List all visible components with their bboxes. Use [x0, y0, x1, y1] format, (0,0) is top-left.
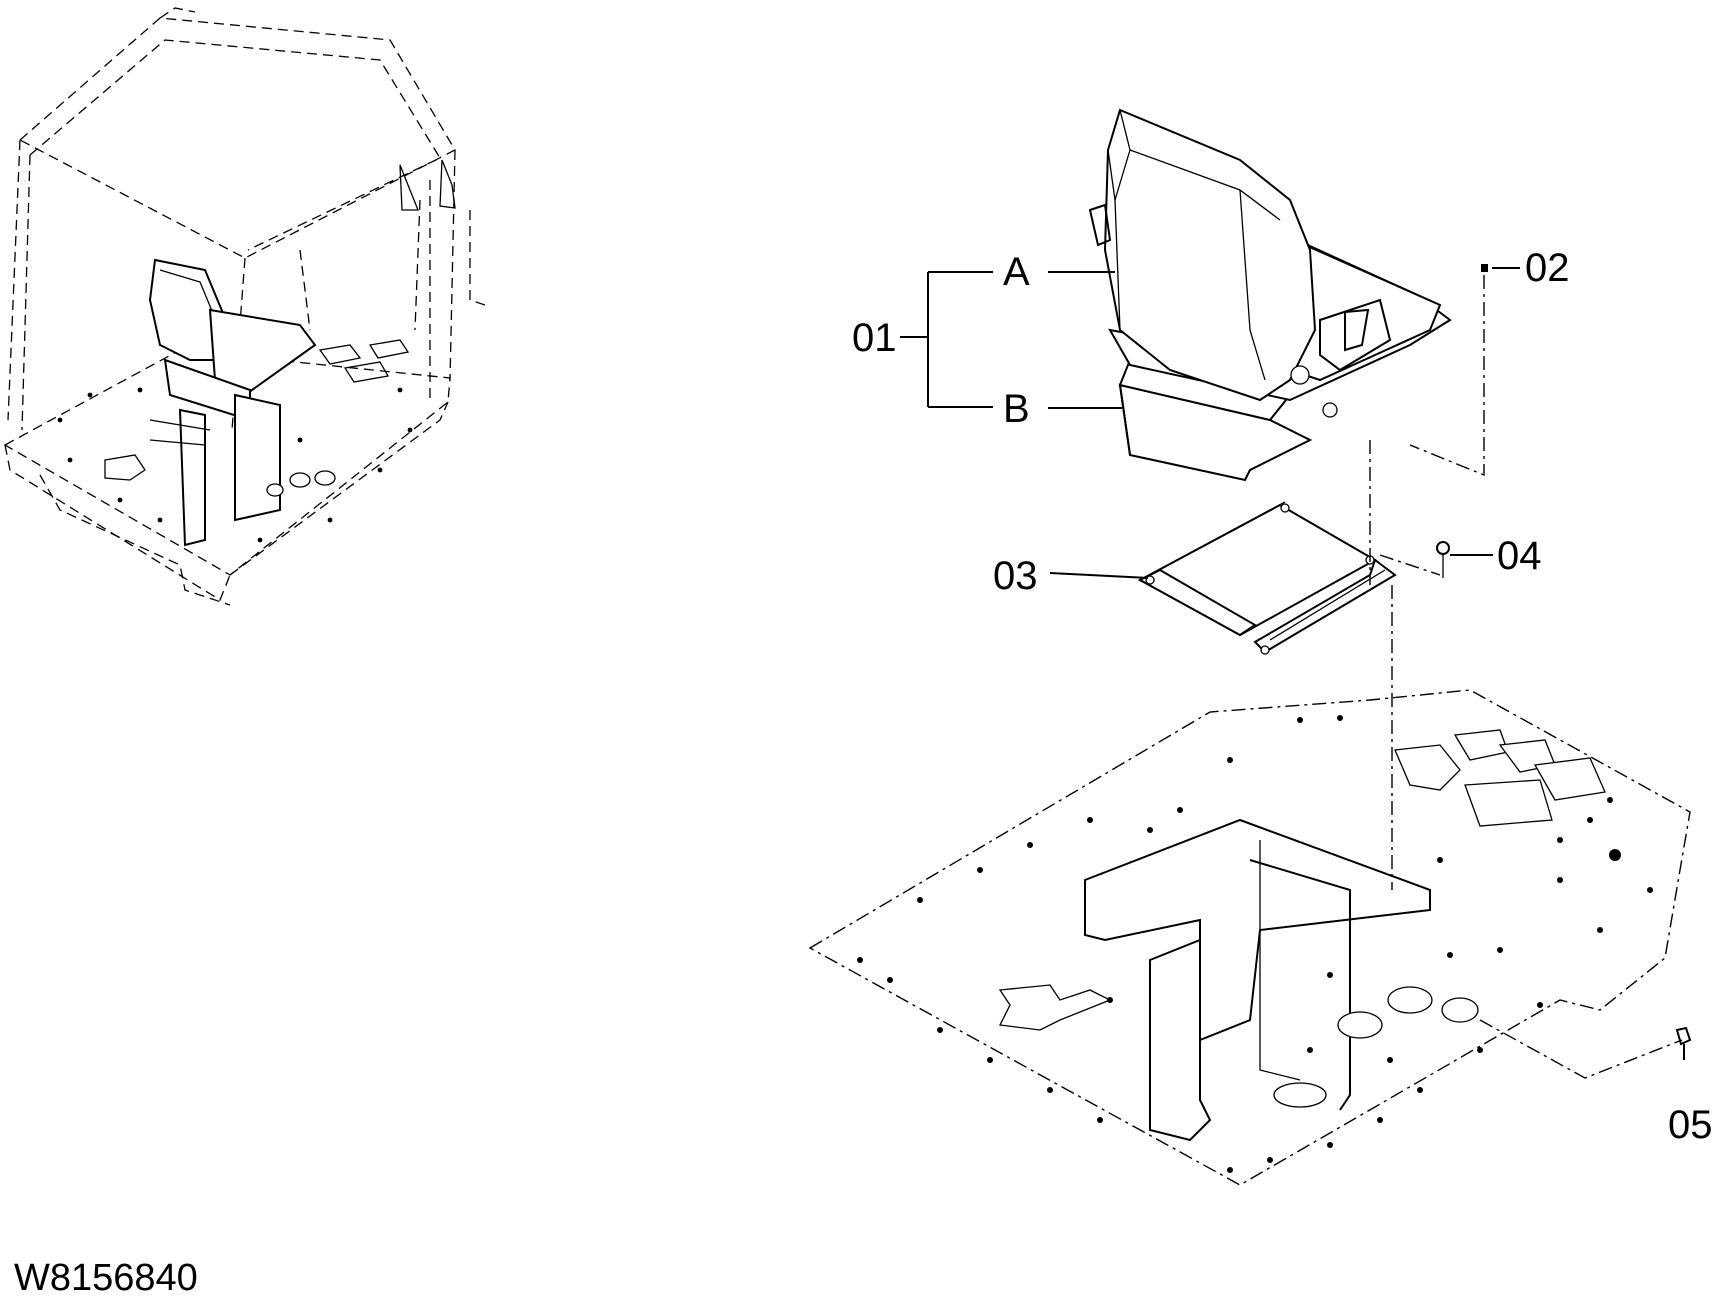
callout-02: 02 — [1525, 246, 1570, 290]
cab-overview-icon — [3, 7, 486, 606]
document-id: W8156840 — [14, 1257, 198, 1299]
callout-04: 04 — [1497, 534, 1542, 578]
callout-05: 05 — [1668, 1103, 1713, 1147]
leader-lines — [900, 267, 1520, 579]
callout-03: 03 — [993, 554, 1038, 598]
callout-a: A — [1003, 250, 1030, 294]
bolt-05-icon — [1675, 1026, 1692, 1060]
seat-slide-rail-icon — [1137, 501, 1397, 655]
nut-04-icon — [1436, 541, 1450, 578]
callout-01: 01 — [852, 316, 897, 360]
bolt-02-icon — [1481, 264, 1488, 272]
assembly-lines — [1369, 275, 1683, 1079]
operator-seat-icon — [1088, 108, 1452, 482]
callout-b: B — [1003, 387, 1030, 431]
cab-floor-plate-icon — [808, 689, 1691, 1186]
